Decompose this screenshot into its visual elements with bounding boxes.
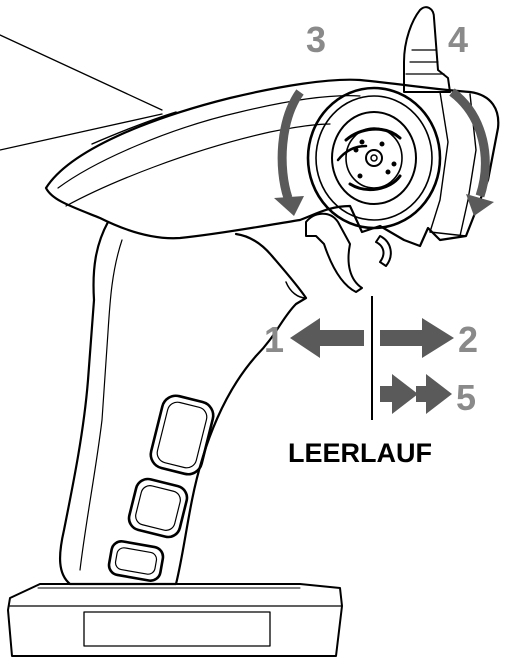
steering-wheel — [306, 86, 442, 230]
base-stand — [7, 583, 343, 657]
steer-arrows — [274, 88, 494, 216]
label-2: 2 — [458, 319, 478, 360]
steer-left-arrowhead — [274, 196, 304, 216]
neutral-label: LEERLAUF — [288, 438, 432, 468]
label-5: 5 — [456, 377, 476, 418]
hand-grip — [58, 220, 308, 586]
full-throttle-arrow — [380, 374, 452, 414]
forward-arrow — [380, 318, 454, 358]
steer-left-arrow — [277, 89, 304, 200]
antenna-lines — [0, 34, 163, 151]
label-3: 3 — [306, 19, 326, 60]
throttle-trigger — [305, 212, 392, 293]
throttle-arrows — [290, 318, 454, 414]
steer-right-arrow — [449, 88, 490, 198]
label-1: 1 — [264, 319, 284, 360]
steer-right-arrowhead — [466, 194, 494, 216]
label-4: 4 — [448, 19, 468, 60]
top-fin — [403, 6, 451, 93]
transmitter-body — [44, 78, 500, 248]
brake-arrow — [290, 318, 364, 358]
